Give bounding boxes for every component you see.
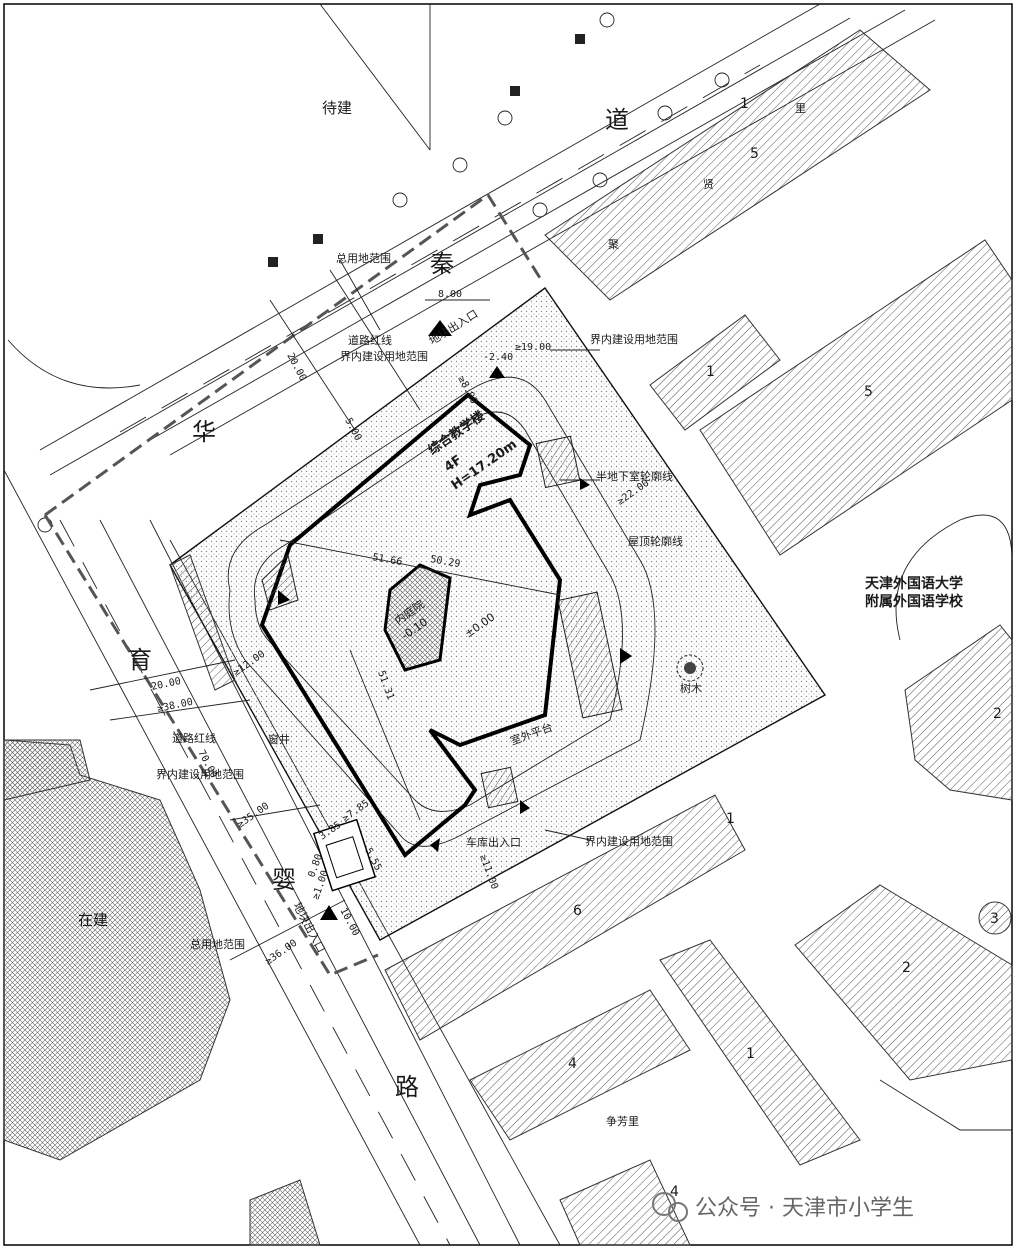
neighbor-num: 1 xyxy=(706,364,715,380)
label-road-redline-top: 道路红线 xyxy=(348,333,392,347)
road-char-ju: 聚 xyxy=(608,238,619,251)
east-stairs xyxy=(261,435,623,809)
area-to-build: 待建 xyxy=(322,99,352,117)
dimension-lines xyxy=(89,259,600,961)
label-inner-land-left: 界内建设用地范围 xyxy=(156,767,244,781)
dim-1900: ≥19.00 xyxy=(515,342,551,353)
label-roof-outline: 屋顶轮廓线 xyxy=(628,534,683,548)
main-building xyxy=(259,392,563,859)
dim-5029: 50.29 xyxy=(429,554,461,570)
label-inner-land-top: 界内建设用地范围 xyxy=(340,349,428,363)
fire-lane xyxy=(227,376,656,847)
dim-5166: 51.66 xyxy=(371,552,403,568)
label-total-land-bottom: 总用地范围 xyxy=(190,937,245,951)
neighbor-num: 5 xyxy=(864,384,873,400)
watermark-text: 公众号 · 天津市小学生 xyxy=(695,1196,914,1221)
neighbor-num: 4 xyxy=(670,1184,679,1200)
road-char-ying: 婴 xyxy=(272,866,296,894)
label-total-land-top: 总用地范围 xyxy=(336,251,391,265)
road-char-hua: 华 xyxy=(192,418,216,446)
north-road-char-li: 里 xyxy=(795,102,806,115)
total-land-boundary-south xyxy=(43,514,379,977)
label-inner-land-right: 界内建设用地范围 xyxy=(590,332,678,346)
label-garage-entrance: 车库出入口 xyxy=(466,835,521,849)
label-window-well: 窗井 xyxy=(268,732,290,746)
garage-block xyxy=(312,818,377,892)
label-tree: 树木 xyxy=(680,681,702,695)
inner-site-boundary xyxy=(169,287,827,941)
total-land-boundary xyxy=(44,192,542,517)
courtyard xyxy=(383,563,452,672)
neighbor-buildings xyxy=(3,29,1013,1246)
dim-neg240: -2.40 xyxy=(483,352,513,363)
school-name-line2: 附属外国语学校 xyxy=(865,593,964,610)
entrance-arrows xyxy=(278,320,632,920)
road-char-lu: 路 xyxy=(395,1073,419,1101)
road-char-xian: 贤 xyxy=(703,178,714,191)
area-zhengfangli: 争芳里 xyxy=(606,1114,639,1128)
neighbor-num: 6 xyxy=(573,903,582,919)
area-under-construction: 在建 xyxy=(78,911,108,929)
neighbor-num: 4 xyxy=(568,1056,577,1072)
neighbor-num: 1 xyxy=(726,811,735,827)
label-inner-land-bottom: 界内建设用地范围 xyxy=(585,834,673,848)
label-basement-outline: 半地下室轮廓线 xyxy=(596,469,673,483)
inner-site-area xyxy=(170,288,825,940)
label-road-redline-left: 道路红线 xyxy=(172,731,216,745)
neighbor-num: 2 xyxy=(993,706,1002,722)
tree-icon xyxy=(676,654,704,682)
dim-800: 8.00 xyxy=(438,289,462,300)
road-char-qin: 秦 xyxy=(430,250,454,278)
watermark: 公众号 · 天津市小学生 xyxy=(652,1192,914,1222)
neighbor-num: 1 xyxy=(740,96,749,112)
school-name-line1: 天津外国语大学 xyxy=(865,575,963,592)
neighbor-num: 3 xyxy=(990,911,999,927)
neighbor-num: 1 xyxy=(746,1046,755,1062)
neighbor-num: 5 xyxy=(750,146,759,162)
north-road-char-dao: 道 xyxy=(605,106,629,134)
neighbor-num: 2 xyxy=(902,960,911,976)
road-char-yu: 育 xyxy=(128,646,152,674)
